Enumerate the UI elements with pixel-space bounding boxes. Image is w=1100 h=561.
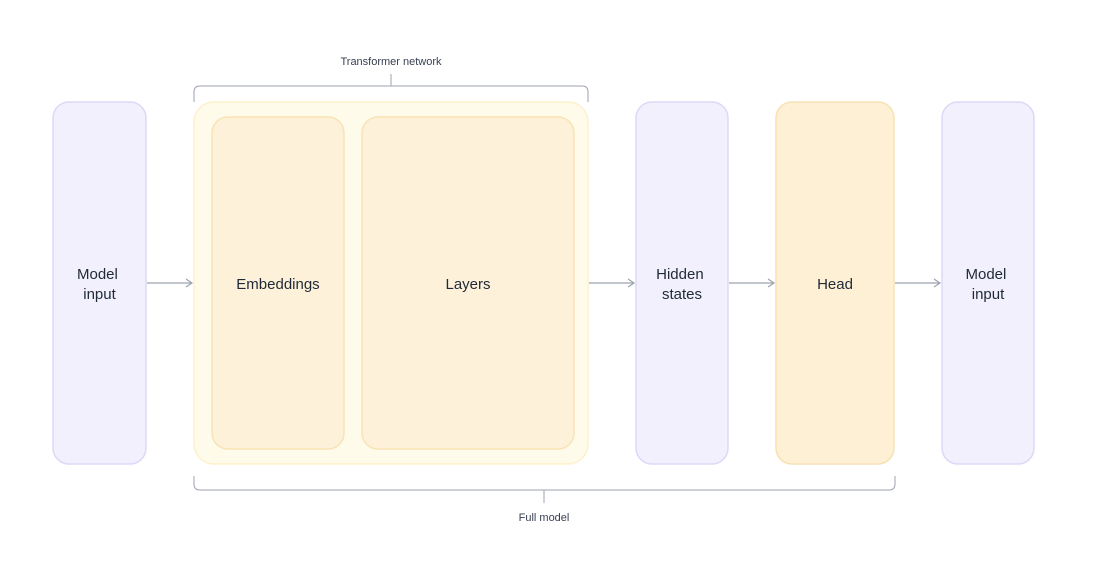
transformer-network-bracket [193, 74, 589, 102]
model-input-left-label: Model input [77, 266, 122, 303]
hidden-states-label: Hidden states [656, 266, 708, 303]
full-model-label: Full model [519, 512, 570, 524]
model-input-left-box [52, 101, 147, 465]
head-label: Head [817, 276, 853, 293]
full-model-bracket [193, 476, 896, 503]
embeddings-label: Embeddings [236, 276, 319, 293]
arrow-transformer-to-hidden [589, 278, 636, 288]
embeddings-box [211, 116, 345, 450]
transformer-network-label: Transformer network [340, 56, 442, 68]
hidden-states-box [635, 101, 729, 465]
model-input-right-box [941, 101, 1035, 465]
model-input-right-label: Model input [965, 266, 1010, 303]
head-box [775, 101, 895, 465]
arrow-input-to-transformer [147, 278, 194, 288]
layers-box [361, 116, 575, 450]
arrow-head-to-output [895, 278, 942, 288]
layers-label: Layers [445, 276, 490, 293]
arrow-hidden-to-head [729, 278, 776, 288]
